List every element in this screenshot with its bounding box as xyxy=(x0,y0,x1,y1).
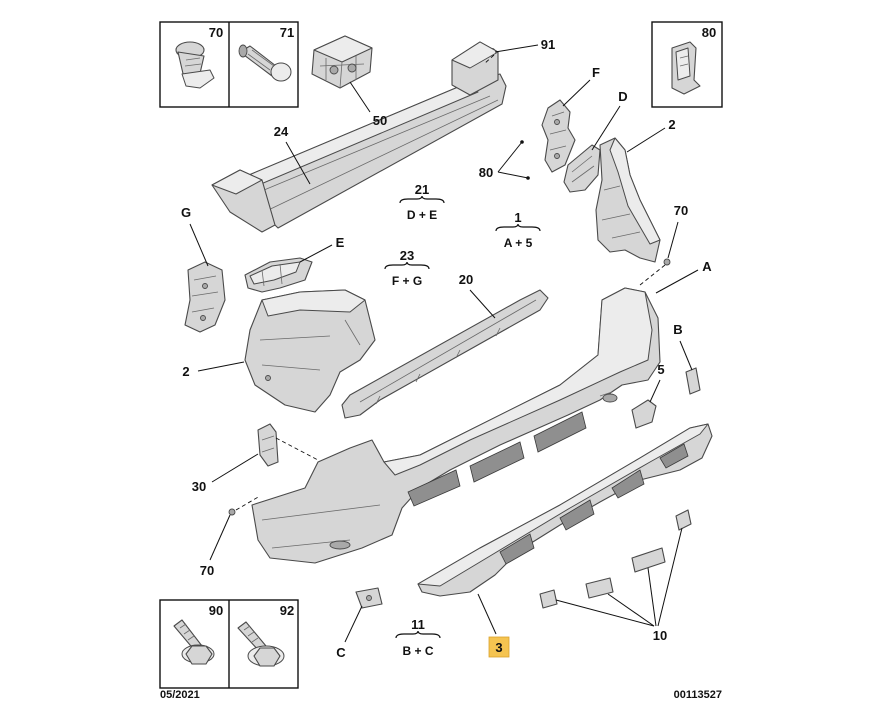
inset-box-bottom-left: 90 92 xyxy=(159,599,299,689)
assembly-group-11[interactable]: 11 B + C xyxy=(395,617,441,658)
bumper-cover-part xyxy=(251,287,661,564)
assembly-parts: B + C xyxy=(402,644,433,658)
assembly-group-21[interactable]: 21 D + E xyxy=(399,182,445,222)
bracket-g-part xyxy=(184,261,226,333)
inset-label-70[interactable]: 70 xyxy=(209,25,223,40)
bracket-30-part xyxy=(257,423,279,467)
push-clip-icon xyxy=(175,41,215,89)
clip-cage-part xyxy=(311,35,373,89)
inset-label-90[interactable]: 90 xyxy=(209,603,223,618)
clip-c-part xyxy=(355,587,383,609)
diagram-date: 05/2021 xyxy=(160,689,200,701)
assembly-number[interactable]: 23 xyxy=(400,248,414,263)
callout-highlight-box xyxy=(488,636,510,658)
callouts: 50 91 24 F D 2 80 G E 70 A 20 B 2 5 30 7… xyxy=(181,37,712,660)
reflector-5-part xyxy=(631,399,657,429)
callout-f[interactable]: F xyxy=(592,65,600,80)
callout-c[interactable]: C xyxy=(336,645,346,660)
inset-label-71[interactable]: 71 xyxy=(280,25,294,40)
callout-20[interactable]: 20 xyxy=(459,272,473,287)
reinforcement-beam-part xyxy=(211,41,507,233)
bracket-f-part xyxy=(541,99,576,173)
assembly-number[interactable]: 11 xyxy=(411,617,425,632)
flange-bolt-icon xyxy=(237,621,285,667)
callout-3-highlighted[interactable]: 3 xyxy=(495,640,502,655)
assembly-brace xyxy=(395,630,441,639)
assembly-group-1[interactable]: 1 A + 5 xyxy=(495,210,541,250)
assembly-group-23[interactable]: 23 F + G xyxy=(384,248,430,288)
assembly-parts: A + 5 xyxy=(504,236,533,250)
callout-b[interactable]: B xyxy=(673,322,682,337)
lower-diffuser-part xyxy=(417,423,713,597)
callout-g[interactable]: G xyxy=(181,205,191,220)
clips-10-part xyxy=(539,509,692,609)
assembly-brace xyxy=(384,261,430,270)
callout-2-right[interactable]: 2 xyxy=(668,117,675,132)
inset-box-frame xyxy=(651,21,723,108)
screw-part xyxy=(228,508,236,516)
assembly-number[interactable]: 21 xyxy=(415,182,429,197)
callout-50[interactable]: 50 xyxy=(373,113,387,128)
retaining-clip-icon xyxy=(671,41,701,95)
callout-10[interactable]: 10 xyxy=(653,628,667,643)
callout-30[interactable]: 30 xyxy=(192,479,206,494)
diagram-reference: 00113527 xyxy=(674,689,722,701)
inset-box-top-left: 70 71 xyxy=(159,21,299,108)
mounting-strip-part xyxy=(341,289,549,419)
callout-80[interactable]: 80 xyxy=(479,165,493,180)
assembly-number[interactable]: 1 xyxy=(514,210,521,225)
callout-5[interactable]: 5 xyxy=(657,362,664,377)
callout-d[interactable]: D xyxy=(618,89,627,104)
clip-b-part xyxy=(685,367,701,395)
callout-a[interactable]: A xyxy=(702,259,712,274)
assembly-brace xyxy=(495,223,541,232)
inset-label-92[interactable]: 92 xyxy=(280,603,294,618)
assembly-brace xyxy=(399,195,445,204)
screw-part xyxy=(663,258,671,266)
hex-bolt-icon xyxy=(173,619,215,665)
assembly-parts: D + E xyxy=(407,208,437,222)
pin-fastener-icon xyxy=(238,44,292,82)
callout-24[interactable]: 24 xyxy=(274,124,289,139)
callout-91[interactable]: 91 xyxy=(541,37,555,52)
inset-label-80[interactable]: 80 xyxy=(702,25,716,40)
callout-70-right[interactable]: 70 xyxy=(674,203,688,218)
bracket-e-part xyxy=(244,257,313,293)
assembly-parts: F + G xyxy=(392,274,422,288)
inset-box-top-right: 80 xyxy=(651,21,723,108)
bracket-d-part xyxy=(563,144,601,193)
callout-70-left[interactable]: 70 xyxy=(200,563,214,578)
side-panel-left-part xyxy=(244,289,376,413)
side-panel-right-part xyxy=(595,137,661,263)
callout-2-left[interactable]: 2 xyxy=(182,364,189,379)
callout-e[interactable]: E xyxy=(336,235,345,250)
leader-lines xyxy=(189,44,699,643)
